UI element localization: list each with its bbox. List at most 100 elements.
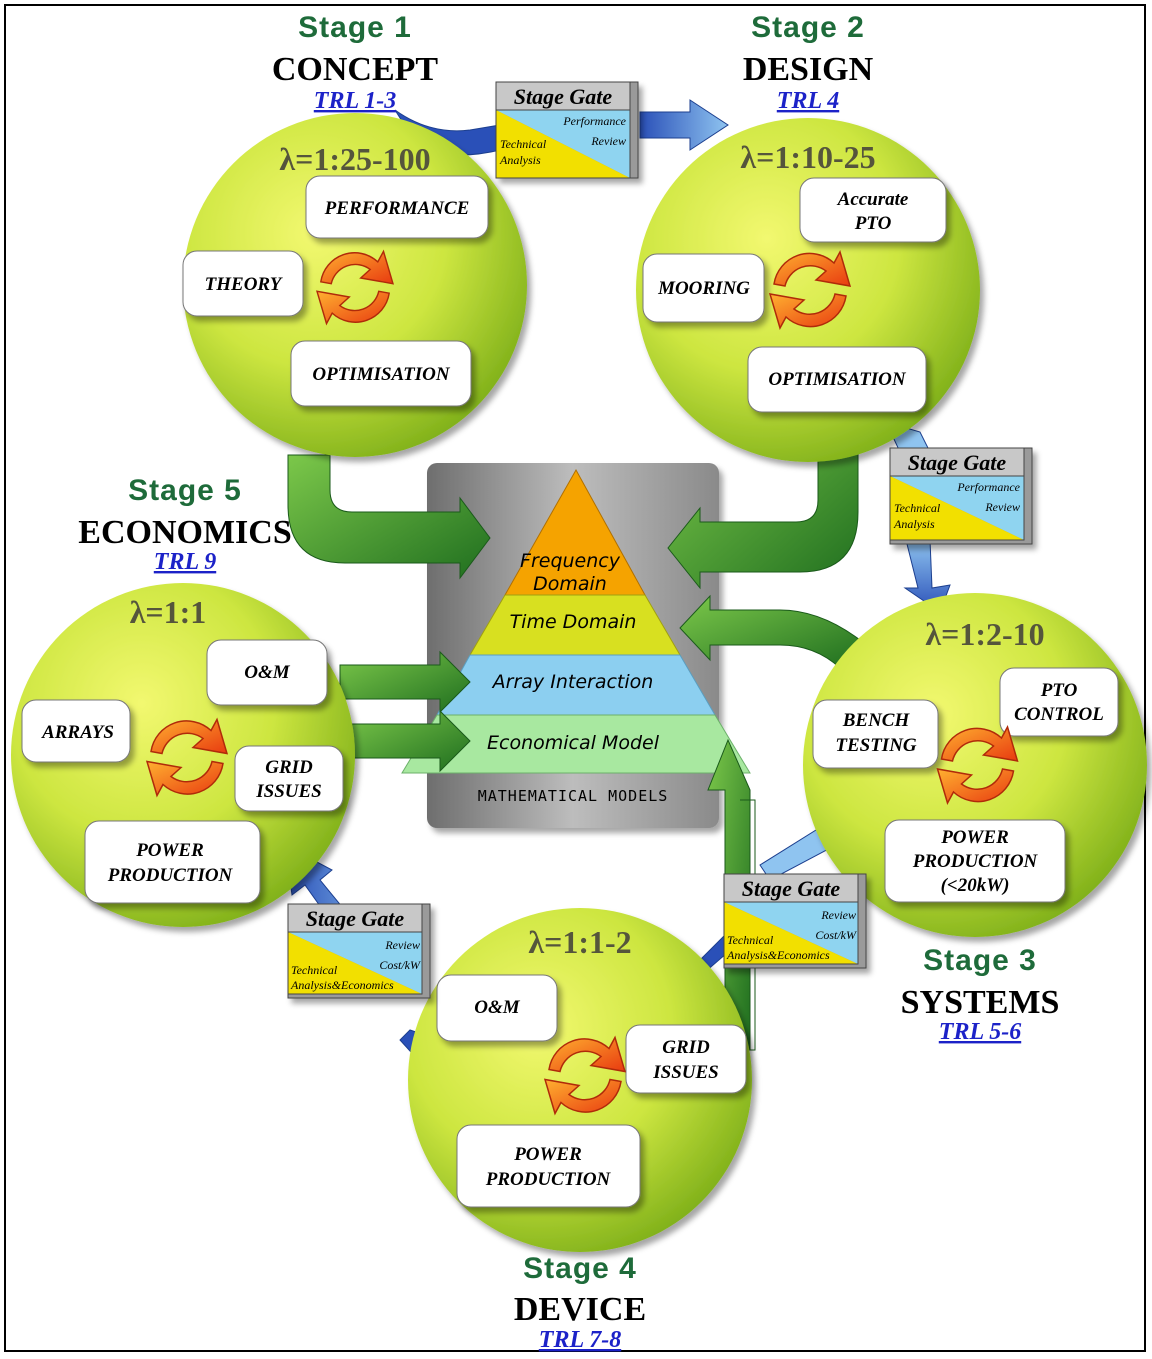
stage-5-arrays-box (21, 699, 131, 763)
arrow-stage5-to-array (339, 650, 471, 714)
gate-3-title: Stage Gate (742, 876, 841, 901)
gate-3-analysis-2: Analysis&Economics (726, 948, 830, 962)
mathematical-models-label: MATHEMATICAL MODELS (478, 787, 669, 805)
mathematical-models-panel: Frequency Domain Time Domain Array Inter… (401, 463, 751, 828)
stage-3-testing-label: TESTING (835, 735, 917, 756)
stage-4-om-box (436, 974, 558, 1042)
arrows-to-models (287, 419, 861, 1051)
stage-1-scale: λ=1:25-100 (279, 141, 430, 177)
stage-1-performance-box (305, 175, 489, 239)
stage-2-name: DESIGN (743, 51, 874, 88)
stage-gate-2: Stage Gate Performance Review Technical … (889, 447, 1033, 545)
stage-4-number: Stage 4 (523, 1252, 637, 1285)
stage-5-grid-issues-box (234, 745, 344, 812)
gate-3-review-2: Cost/kW (815, 928, 857, 942)
arrow-stage5-to-economical (344, 709, 471, 773)
stage-3-trl: TRL 5-6 (939, 1019, 1021, 1045)
stage-5-issues-label: ISSUES (255, 781, 322, 802)
stage-3-limit-label: (<20kW) (941, 875, 1010, 896)
gate-3-analysis: Technical (727, 933, 774, 947)
pyramid-time-label: Time Domain (510, 611, 637, 633)
gate-1-analysis-2: Analysis (499, 153, 541, 167)
pyramid-frequency-label-2: Domain (533, 573, 607, 595)
gate-1-review-2: Review (590, 134, 626, 148)
stage-4-name: DEVICE (514, 1291, 646, 1328)
stage-5-name: ECONOMICS (78, 514, 291, 551)
stage-1-optimisation-label: OPTIMISATION (312, 364, 451, 385)
stage-3-scale: λ=1:2-10 (925, 616, 1044, 652)
stage-3-control-label: CONTROL (1014, 704, 1104, 725)
stage-3-name: SYSTEMS (901, 984, 1060, 1021)
stage-1-performance-label: PERFORMANCE (324, 198, 470, 219)
stage-2-number: Stage 2 (751, 11, 865, 44)
gate-1-title: Stage Gate (514, 84, 613, 109)
stage-3-bench-testing-box (812, 699, 939, 769)
stage-5-number: Stage 5 (128, 474, 242, 507)
stage-1-theory-box (182, 250, 304, 317)
pyramid-frequency-label: Frequency (520, 550, 621, 572)
pyramid-economical-label: Economical Model (487, 732, 660, 754)
stage-gate-1: Stage Gate Performance Review Technical … (495, 81, 639, 179)
stage-3: λ=1:2-10 PTO CONTROL BENCH TESTING POWER… (803, 593, 1147, 1045)
stage-4-grid-label: GRID (662, 1037, 710, 1058)
stage-3-power-label: POWER (940, 827, 1009, 848)
gate-4-title: Stage Gate (306, 906, 405, 931)
stage-3-pto-control-box (999, 667, 1119, 737)
arrow-stage1-to-models (287, 454, 491, 580)
stage-1-theory-label: THEORY (205, 274, 284, 295)
stage-2-pto-label: PTO (854, 213, 892, 234)
stage-3-power-production-box (884, 819, 1066, 903)
gate-4-review-2: Cost/kW (379, 958, 421, 972)
stage-4-scale: λ=1:1-2 (528, 924, 631, 960)
stage-2-optimisation-label: OPTIMISATION (768, 369, 907, 390)
gate-3-review: Review (820, 908, 856, 922)
stage-1-number: Stage 1 (298, 11, 412, 44)
gate-1-review: Performance (562, 114, 626, 128)
stage-5-om-label: O&M (244, 662, 291, 683)
gate-4-analysis: Technical (291, 963, 338, 977)
gate-2-analysis-2: Analysis (893, 517, 935, 531)
stage-5-production-label: PRODUCTION (107, 865, 234, 886)
stage-2-mooring-box (642, 253, 765, 323)
stage-2: Stage 2 DESIGN TRL 4 λ=1:10-25 Accurate … (636, 11, 980, 462)
stage-2-mooring-label: MOORING (657, 278, 750, 299)
stage-5-trl: TRL 9 (154, 549, 216, 575)
gate-1-analysis: Technical (500, 137, 547, 151)
stage-gate-3: Stage Gate Review Cost/kW Technical Anal… (723, 873, 867, 969)
stage-4-om-label: O&M (474, 997, 521, 1018)
stage-1-name: CONCEPT (272, 51, 439, 88)
stage-5-scale: λ=1:1 (130, 594, 207, 630)
arrow-stage3-to-models (679, 594, 861, 669)
arrow-gate1-to-stage2 (639, 99, 729, 151)
stage-3-pto-label: PTO (1040, 680, 1078, 701)
stage-2-optimisation-box (747, 346, 927, 413)
gate-2-title: Stage Gate (908, 450, 1007, 475)
gate-4-review: Review (384, 938, 420, 952)
stage-1: Stage 1 CONCEPT TRL 1-3 λ=1:25-100 PERFO… (182, 11, 527, 457)
stage-4-grid-issues-box (625, 1024, 747, 1094)
gate-2-review-2: Review (984, 500, 1020, 514)
stage-4-power-label: POWER (513, 1144, 582, 1165)
stage-5-power-production-box (84, 820, 261, 904)
stage-1-optimisation-box (290, 340, 472, 407)
stage-5-om-box (206, 639, 328, 706)
gate-2-analysis: Technical (894, 501, 941, 515)
gate-2-review: Performance (956, 480, 1020, 494)
stage-2-trl: TRL 4 (777, 88, 839, 114)
pyramid-array-label: Array Interaction (491, 671, 654, 693)
stage-2-scale: λ=1:10-25 (740, 139, 875, 175)
stage-3-production-label: PRODUCTION (912, 851, 1039, 872)
stage-2-accurate-label: Accurate (837, 189, 909, 210)
stage-2-accurate-pto-box (799, 177, 947, 243)
arrow-stage2-to-models (667, 419, 859, 590)
stage-4: λ=1:1-2 O&M GRID ISSUES POWER PRODUCTION… (408, 908, 752, 1353)
stage-5-power-label: POWER (135, 840, 204, 861)
stage-5-grid-label: GRID (265, 757, 313, 778)
stage-4-production-label: PRODUCTION (485, 1169, 612, 1190)
stage-4-issues-label: ISSUES (652, 1062, 719, 1083)
stage-5-arrays-label: ARRAYS (41, 722, 114, 743)
gate-4-analysis-2: Analysis&Economics (290, 978, 394, 992)
stage-1-trl: TRL 1-3 (314, 88, 396, 114)
stage-gate-4: Stage Gate Review Cost/kW Technical Anal… (287, 903, 431, 999)
